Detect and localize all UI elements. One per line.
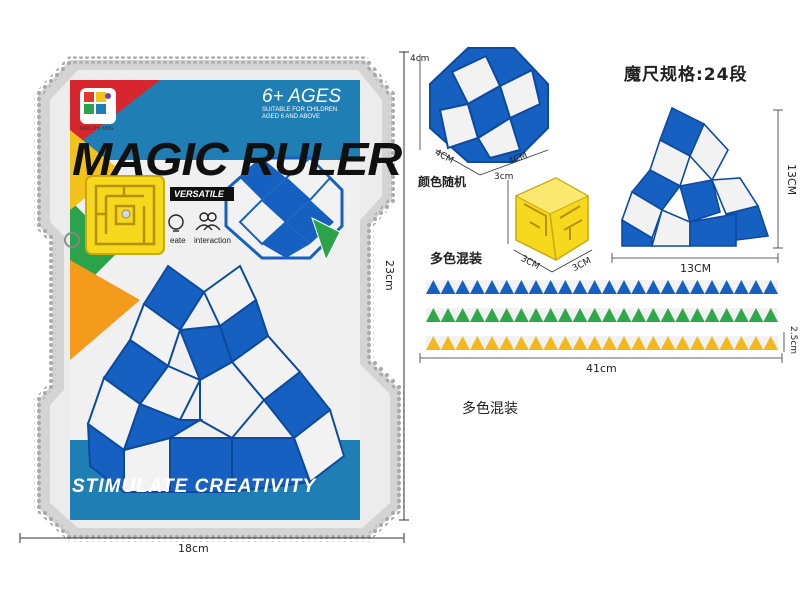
package-width-label: 18cm (178, 542, 209, 555)
spec-title: 魔尺规格:24段 (624, 65, 748, 85)
package-subtitle: VERSATILE (170, 187, 234, 201)
loose-snake-shape (621, 106, 770, 247)
strip-length-label: 41cm (586, 362, 617, 375)
ball-side-label: 4cm (410, 54, 430, 64)
cube-side-label: 3cm (494, 172, 514, 182)
ball-dimensions (419, 54, 549, 176)
icon-label-create: eate (170, 236, 186, 245)
strip-height-label: 2.5cm (788, 326, 798, 355)
idea-icon (168, 214, 184, 232)
package-title: MAGIC RULER (72, 133, 402, 185)
package-height-label: 23cm (383, 260, 396, 291)
brand-logo (80, 88, 116, 124)
strip-blue (426, 280, 778, 294)
package-width-dimension (19, 533, 405, 543)
age-note: SUITABLE FOR CHILDREN AGED 6 AND ABOVE (262, 107, 338, 120)
shape-width-label: 13CM (680, 262, 712, 275)
age-badge: 6+ AGES (262, 86, 342, 107)
loose-maze-cube (514, 177, 590, 261)
loose-snake-ball (429, 47, 549, 163)
strip-green (426, 308, 778, 322)
package-height-dimension (399, 51, 409, 521)
shape-height-label: 13CM (785, 164, 798, 196)
people-icon (195, 212, 221, 231)
strip-yellow (426, 336, 778, 350)
package-snake-shape (86, 264, 346, 495)
brand-name: NAN ZHI XING (80, 126, 114, 132)
package-snake-ball (224, 156, 344, 262)
icon-label-interaction: interaction (194, 236, 231, 245)
strip-dimensions (419, 332, 785, 363)
package-maze-cube (64, 175, 165, 255)
cube-dimensions (507, 180, 593, 273)
package-bottom-banner: STIMULATE CREATIVITY (72, 476, 317, 497)
mixed-colors-label: 多色混装 (430, 252, 483, 267)
mixed-colors-bottom-label: 多色混装 (462, 401, 518, 417)
color-random-label: 颜色随机 (418, 175, 467, 189)
shape-dimensions (611, 109, 783, 263)
